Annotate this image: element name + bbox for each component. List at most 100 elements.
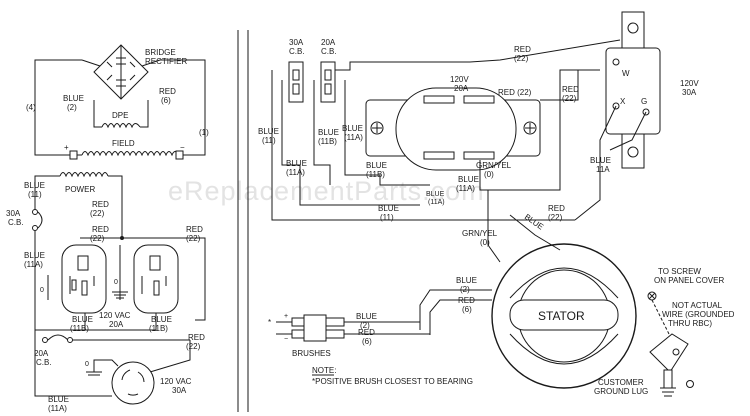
outlet-30a-label-2: 30A bbox=[682, 88, 697, 97]
blue-11-label-1: BLUE bbox=[258, 127, 279, 136]
cb-20a-terminal bbox=[42, 337, 48, 343]
brush-plus: + bbox=[284, 313, 288, 320]
blue-11b-label-2: (11B) bbox=[318, 137, 337, 146]
grn-yel-2-label-2: (0) bbox=[480, 238, 490, 247]
grn-yel-2-label-1: GRN/YEL bbox=[462, 229, 498, 238]
bridge-label-2: RECTIFIER bbox=[145, 57, 187, 66]
red-6-b-label-1: RED bbox=[358, 328, 375, 337]
blue-2-b-label-2: (2) bbox=[360, 321, 370, 330]
blue-2-label-1: BLUE bbox=[456, 276, 477, 285]
outlet-left-2 bbox=[133, 244, 179, 314]
cb-30a-terminal bbox=[32, 209, 38, 215]
cb-30a-label-b: C.B. bbox=[8, 218, 24, 227]
red-22-label-c1: RED bbox=[186, 225, 203, 234]
blue-11-low-1: BLUE bbox=[378, 204, 399, 213]
cb-20a-top-label-2: C.B. bbox=[321, 47, 337, 56]
brushes-label: BRUSHES bbox=[292, 349, 331, 358]
note-title: NOTE: bbox=[312, 366, 336, 375]
red-22-right-2: (22) bbox=[562, 94, 577, 103]
ground-label-3: 0 bbox=[85, 361, 89, 368]
customer-lug-label-2: GROUND LUG bbox=[594, 387, 648, 396]
blue-2-label-a: BLUE bbox=[63, 94, 84, 103]
not-actual-label-2: WIRE (GROUNDED bbox=[662, 310, 735, 319]
outlet-20a-label-1: 120V bbox=[450, 75, 469, 84]
red-22-label-a2: (22) bbox=[90, 209, 105, 218]
blue-2-label-2: (2) bbox=[460, 285, 470, 294]
vac-20a-label-2: 20A bbox=[109, 320, 124, 329]
red-6-label-b: (6) bbox=[161, 96, 171, 105]
term-x: X bbox=[620, 97, 626, 106]
red-6-label-2: (6) bbox=[462, 305, 472, 314]
blue-11a-label-b: (11A) bbox=[24, 260, 43, 269]
blue-11a-bottom-2: (11A) bbox=[48, 404, 67, 413]
blue-11a-label-2: (11A) bbox=[344, 133, 363, 142]
watermark: eReplacementParts.com bbox=[168, 176, 485, 206]
cb-30a-label-a: 30A bbox=[6, 209, 21, 218]
blue-11b-a-label-1: BLUE bbox=[72, 315, 93, 324]
outlet-left-1 bbox=[61, 244, 107, 314]
customer-lug-label-1: CUSTOMER bbox=[598, 378, 644, 387]
blue-11a-label-a: BLUE bbox=[24, 251, 45, 260]
ground-label-2: 0 bbox=[40, 287, 44, 294]
blue-11b-2-label-2: (11B) bbox=[366, 170, 385, 179]
brush-minus: − bbox=[284, 336, 288, 343]
blue-11b-a-label-2: (11B) bbox=[70, 324, 89, 333]
cb-20a-top-label-1: 20A bbox=[321, 38, 336, 47]
blue-11-right-2: 11A bbox=[596, 165, 610, 174]
field-plus: + bbox=[64, 143, 69, 152]
blue-11a-top-1: BLUE bbox=[286, 159, 307, 168]
blue-11a-top-2: (11A) bbox=[286, 168, 305, 177]
stator-label: STATOR bbox=[538, 309, 585, 323]
blue-11-label-a: BLUE bbox=[24, 181, 45, 190]
red-22-top-2: (22) bbox=[514, 54, 529, 63]
red-6-label-a: RED bbox=[159, 87, 176, 96]
cb-30a-top-label-1: 30A bbox=[289, 38, 304, 47]
dpe-coil bbox=[101, 123, 141, 129]
power-label: POWER bbox=[65, 185, 95, 194]
outlet-30a-label-1: 120V bbox=[680, 79, 699, 88]
not-actual-label-3: THRU RBC) bbox=[668, 319, 712, 328]
grn-yel-label-1: GRN/YEL bbox=[476, 161, 512, 170]
blue-2-label-b: (2) bbox=[67, 103, 77, 112]
left-panel: (4) (1) BRIDGE RECTIFIER BLUE (2) RED (6… bbox=[6, 44, 209, 413]
blue-11a-3-label-2: (11A) bbox=[428, 199, 445, 206]
blue-11-low-2: (11) bbox=[380, 213, 394, 222]
cb-20a-label-1: 20A bbox=[34, 349, 49, 358]
red-22-low-2: (22) bbox=[548, 213, 563, 222]
red-22-top-1: RED bbox=[514, 45, 531, 54]
to-screw-label-2: ON PANEL COVER bbox=[654, 276, 724, 285]
blue-11a-label-1: BLUE bbox=[342, 124, 363, 133]
grn-yel-label-2: (0) bbox=[484, 170, 494, 179]
vac-30a-label-1: 120 VAC bbox=[160, 377, 192, 386]
term-g: G bbox=[641, 97, 647, 106]
cb-30a-top bbox=[288, 61, 304, 103]
brush-marker: * bbox=[268, 318, 271, 327]
blue-11b-2-label-1: BLUE bbox=[366, 161, 387, 170]
stator bbox=[491, 243, 637, 389]
outlet-120v-20a bbox=[365, 87, 541, 171]
red-22-d-label-2: (22) bbox=[186, 342, 201, 351]
cb-30a-top-label-2: C.B. bbox=[289, 47, 305, 56]
red-6-label-1: RED bbox=[458, 296, 475, 305]
wire-4-label: (4) bbox=[26, 103, 36, 112]
blue-11-right-1: BLUE bbox=[590, 156, 611, 165]
blue-11a-2-label-2: (11A) bbox=[456, 184, 475, 193]
note-text: *POSITIVE BRUSH CLOSEST TO BEARING bbox=[312, 377, 473, 386]
blue-diag-label: BLUE bbox=[523, 212, 545, 231]
power-coil bbox=[59, 172, 109, 178]
red-6-b-label-2: (6) bbox=[362, 337, 372, 346]
red-22-right-1: RED bbox=[562, 85, 579, 94]
field-label: FIELD bbox=[112, 139, 135, 148]
vac-30a-label-2: 30A bbox=[172, 386, 187, 395]
outlet-120v-30a bbox=[605, 11, 661, 169]
blue-11-label-b: (11) bbox=[28, 190, 42, 199]
field-coil bbox=[81, 151, 179, 157]
red-22-mid-label: RED (22) bbox=[498, 88, 532, 97]
blue-11b-b-label-2: (11B) bbox=[149, 324, 168, 333]
ground-lug bbox=[649, 333, 694, 397]
blue-11a-bottom-1: BLUE bbox=[48, 395, 69, 404]
to-screw-label-1: TO SCREW bbox=[658, 267, 701, 276]
dpe-label: DPE bbox=[112, 111, 128, 120]
